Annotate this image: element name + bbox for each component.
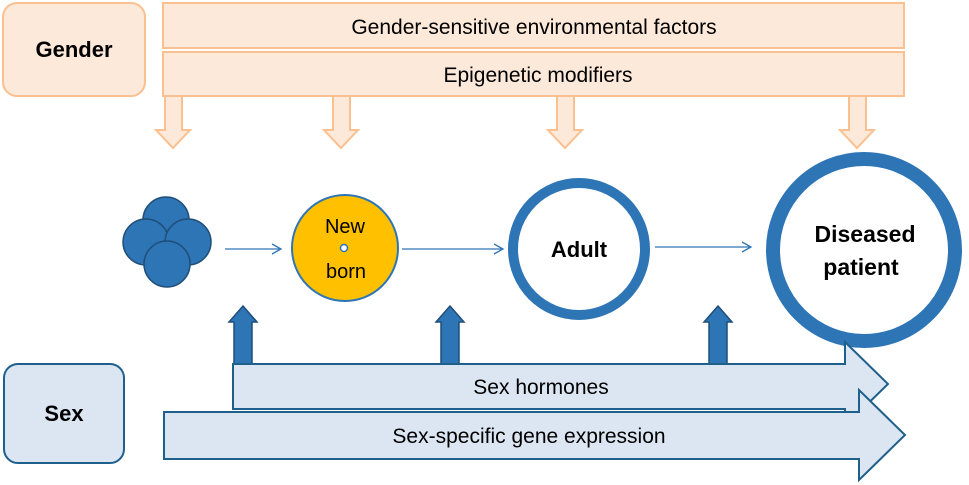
sex-box: Sex xyxy=(3,363,125,464)
gender-label: Gender xyxy=(35,37,112,62)
newborn-label-line2: born xyxy=(326,261,366,283)
newborn-center-dot xyxy=(339,243,349,253)
sex-hormones-label: Sex hormones xyxy=(473,376,608,399)
newborn-label-line1: New xyxy=(325,216,366,238)
gene-expression-label: Sex-specific gene expression xyxy=(392,425,665,448)
down-arrow-3 xyxy=(545,95,585,150)
transition-arrow-1 xyxy=(225,243,283,255)
diseased-label-line2: patient xyxy=(823,254,899,280)
diseased-label-line1: Diseased xyxy=(814,221,915,247)
gender-box: Gender xyxy=(2,2,146,97)
env-factors-label: Gender-sensitive environmental factors xyxy=(351,16,716,39)
up-arrow-1 xyxy=(227,304,259,365)
sex-hormones-arrow: Sex hormones xyxy=(232,339,890,429)
embryo-cell-cluster xyxy=(122,196,212,288)
newborn-circle: New born xyxy=(291,194,399,302)
up-arrow-2 xyxy=(434,304,466,365)
adult-ring: Adult xyxy=(508,178,650,320)
transition-arrow-3 xyxy=(655,241,753,253)
down-arrow-2 xyxy=(321,95,361,150)
transition-arrow-2 xyxy=(402,243,505,255)
env-factors-bar: Gender-sensitive environmental factors xyxy=(162,2,905,49)
sex-label: Sex xyxy=(44,401,84,426)
epigenetic-label: Epigenetic modifiers xyxy=(443,64,632,87)
epigenetic-bar: Epigenetic modifiers xyxy=(162,51,905,97)
down-arrow-4 xyxy=(837,95,877,150)
adult-label: Adult xyxy=(551,237,608,262)
gene-expression-arrow: Sex-specific gene expression xyxy=(163,387,907,483)
up-arrow-3 xyxy=(702,304,734,365)
down-arrow-1 xyxy=(153,95,193,150)
diseased-patient-ring: Diseased patient xyxy=(766,152,962,348)
